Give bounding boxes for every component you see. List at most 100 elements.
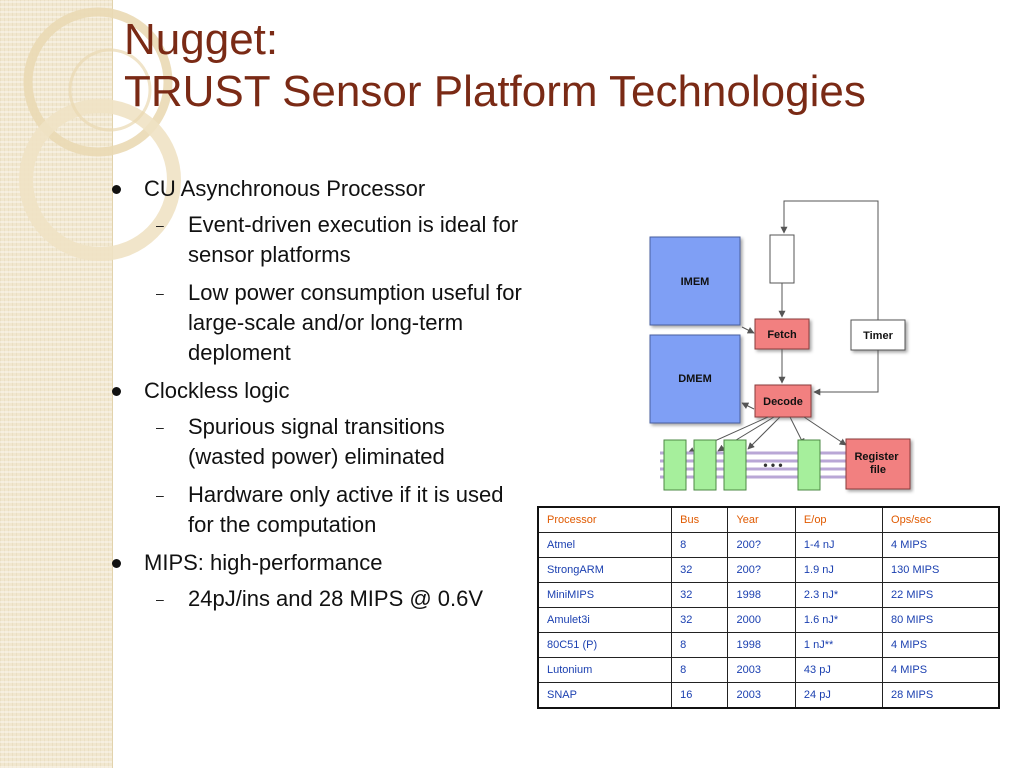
title-line-1: Nugget: (124, 15, 279, 64)
register-file-line: file (870, 464, 886, 476)
sub-bullet-item: – 24pJ/ins and 28 MIPS @ 0.6V (106, 584, 526, 614)
imem-label: IMEM (681, 276, 710, 288)
feedback-wire (780, 200, 879, 320)
table-cell: 4 MIPS (882, 532, 1000, 558)
fifo-block (769, 234, 795, 284)
table-cell: 1998 (727, 632, 796, 658)
table-row: SNAP 16 2003 24 pJ 28 MIPS (537, 682, 1000, 709)
bullet-text: MIPS: high-performance (144, 550, 383, 575)
table-cell: 1998 (727, 582, 796, 608)
table-cell: 16 (671, 682, 729, 709)
timer-block (850, 319, 906, 351)
bullet-dot-icon (112, 185, 121, 194)
table-header-cell: E/op (794, 506, 884, 533)
sub-bullet-item: – Low power consumption useful for large… (106, 278, 526, 368)
table-cell: 24 pJ (794, 682, 884, 709)
bullet-text: Clockless logic (144, 378, 290, 403)
table-row: MiniMIPS 32 1998 2.3 nJ* 22 MIPS (537, 582, 1000, 608)
table-cell: 4 MIPS (882, 632, 1000, 658)
table-row: Lutonium 8 2003 43 pJ 4 MIPS (537, 657, 1000, 683)
decorative-circles (19, 7, 181, 261)
register-file-block (845, 438, 911, 490)
dash-icon: – (156, 217, 164, 233)
dash-icon: – (156, 591, 164, 607)
title-line-2: TRUST Sensor Platform Technologies (124, 67, 866, 116)
decode-block (754, 384, 812, 418)
functional-unit (797, 439, 821, 491)
dmem-block (649, 334, 741, 424)
bullet-dot-icon (112, 387, 121, 396)
table-header-cell: Processor (537, 506, 673, 533)
table-cell: 1-4 nJ (794, 532, 884, 558)
decode-label: Decode (763, 396, 803, 408)
table-cell: SNAP (537, 682, 673, 709)
register-file-line: Register (854, 451, 899, 463)
processor-comparison-table: Processor Bus Year E/op Ops/sec Atmel 8 … (537, 506, 1000, 709)
sub-bullet-text: 24pJ/ins and 28 MIPS @ 0.6V (188, 586, 484, 611)
table-cell: 1.9 nJ (794, 557, 884, 583)
bullet-list: CU Asynchronous Processor – Event-driven… (106, 174, 526, 622)
table-cell: 28 MIPS (882, 682, 1000, 709)
dash-icon: – (156, 419, 164, 435)
processor-diagram: IMEM DMEM Fetch Timer Decode • • • Regis… (649, 200, 911, 491)
table-cell: 2003 (727, 682, 796, 709)
table-cell: 8 (671, 632, 729, 658)
table-row: StrongARM 32 200? 1.9 nJ 130 MIPS (537, 557, 1000, 583)
table-header-cell: Ops/sec (882, 506, 1000, 533)
dash-icon: – (156, 285, 164, 301)
functional-unit (693, 439, 717, 491)
sub-bullet-item: – Hardware only active if it is used for… (106, 480, 526, 540)
table-cell: 32 (671, 582, 729, 608)
bullet-dot-icon (112, 559, 121, 568)
ellipsis-label: • • • (763, 458, 782, 472)
table-cell: 8 (671, 657, 729, 683)
sub-bullet-text: Event-driven execution is ideal for sens… (188, 212, 519, 267)
sub-bullet-text: Hardware only active if it is used for t… (188, 482, 504, 537)
table-cell: 4 MIPS (882, 657, 1000, 683)
table-cell: StrongARM (537, 557, 673, 583)
table-cell: 32 (671, 557, 729, 583)
sub-bullet-text: Spurious signal transitions (wasted powe… (188, 414, 445, 469)
slide-title: Nugget: TRUST Sensor Platform Technologi… (124, 14, 866, 118)
table-cell: 130 MIPS (882, 557, 1000, 583)
timer-label: Timer (863, 330, 893, 342)
bullet-text: CU Asynchronous Processor (144, 176, 426, 201)
bullet-item: CU Asynchronous Processor (106, 174, 526, 204)
table-cell: 8 (671, 532, 729, 558)
dmem-label: DMEM (678, 373, 712, 385)
table-cell: MiniMIPS (537, 582, 673, 608)
table-cell: Lutonium (537, 657, 673, 683)
table-header-cell: Bus (671, 506, 729, 533)
bullet-item: Clockless logic (106, 376, 526, 406)
table-row: 80C51 (P) 8 1998 1 nJ** 4 MIPS (537, 632, 1000, 658)
functional-unit (723, 439, 747, 491)
bullet-item: MIPS: high-performance (106, 548, 526, 578)
table-cell: Atmel (537, 532, 673, 558)
table-cell: Amulet3i (537, 607, 673, 633)
table-row: Amulet3i 32 2000 1.6 nJ* 80 MIPS (537, 607, 1000, 633)
table-cell: 80 MIPS (882, 607, 1000, 633)
sub-bullet-item: – Event-driven execution is ideal for se… (106, 210, 526, 270)
table-header-row: Processor Bus Year E/op Ops/sec (537, 506, 1000, 533)
table-cell: 2.3 nJ* (794, 582, 884, 608)
table-cell: 2000 (727, 607, 796, 633)
table-cell: 1.6 nJ* (794, 607, 884, 633)
table-header-cell: Year (727, 506, 796, 533)
table-cell: 22 MIPS (882, 582, 1000, 608)
table-row: Atmel 8 200? 1-4 nJ 4 MIPS (537, 532, 1000, 558)
table-cell: 80C51 (P) (537, 632, 673, 658)
table-cell: 200? (727, 557, 796, 583)
sub-bullet-text: Low power consumption useful for large-s… (188, 280, 522, 365)
table-cell: 200? (727, 532, 796, 558)
dash-icon: – (156, 487, 164, 503)
table-cell: 32 (671, 607, 729, 633)
table-cell: 43 pJ (794, 657, 884, 683)
timer-wire (813, 350, 879, 396)
fetch-label: Fetch (767, 329, 797, 341)
sub-bullet-item: – Spurious signal transitions (wasted po… (106, 412, 526, 472)
table-cell: 2003 (727, 657, 796, 683)
table-cell: 1 nJ** (794, 632, 884, 658)
imem-block (649, 236, 741, 326)
functional-unit (663, 439, 687, 491)
register-file-label: Register file (854, 451, 901, 476)
